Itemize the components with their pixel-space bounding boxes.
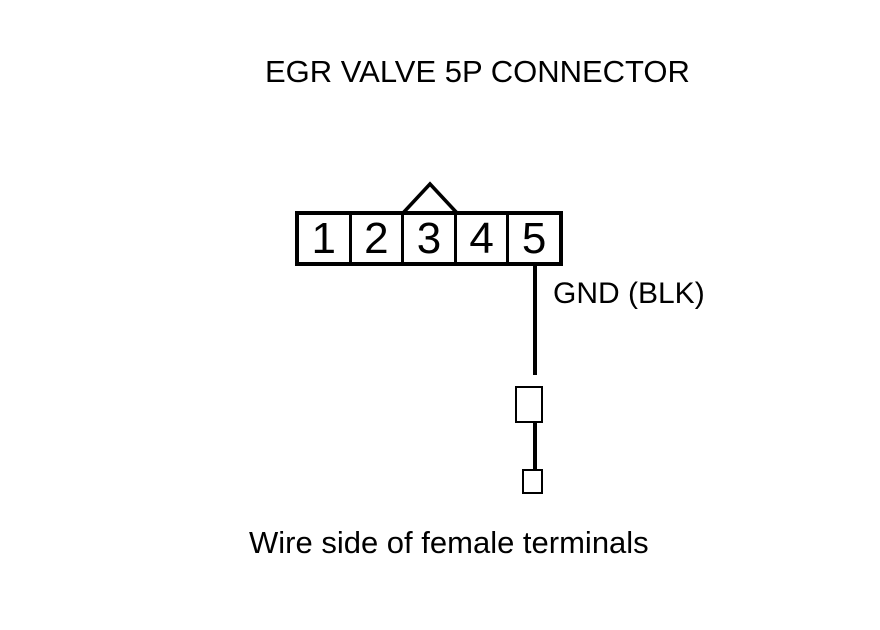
keying-triangle-icon [400, 181, 460, 215]
ground-wire-lower-segment [533, 423, 537, 469]
egr-valve-5p-connector: 1 2 3 4 5 [295, 211, 563, 266]
terminal-box-icon [515, 386, 543, 423]
pin-cell-2: 2 [352, 215, 405, 262]
ground-wire-upper-segment [533, 266, 537, 375]
pin-cell-1: 1 [299, 215, 352, 262]
wire-end-box-icon [522, 469, 543, 494]
pin-cell-4: 4 [457, 215, 510, 262]
ground-wire-label: GND (BLK) [553, 277, 705, 310]
pin-cell-3: 3 [404, 215, 457, 262]
diagram-caption: Wire side of female terminals [249, 525, 649, 560]
pin-cell-5: 5 [521, 213, 547, 263]
diagram-title: EGR VALVE 5P CONNECTOR [265, 54, 690, 89]
